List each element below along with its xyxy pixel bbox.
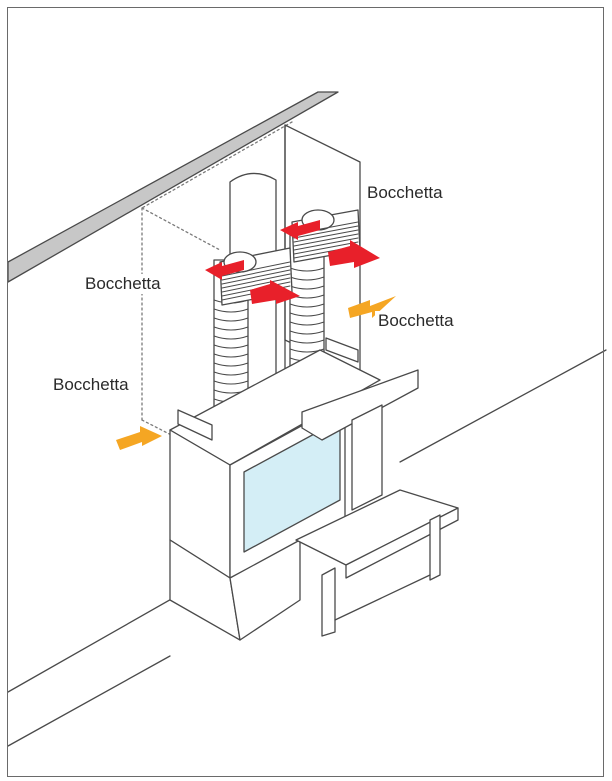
duct-rib [213, 326, 249, 331]
duct-rib [213, 371, 249, 376]
duct-rib [213, 380, 249, 385]
base-right [229, 539, 301, 641]
duct-rib [289, 276, 325, 281]
floor-line-front [7, 655, 171, 747]
exhaust-arrow-1 [205, 260, 244, 280]
label-vent-right: Bocchetta [375, 311, 457, 331]
duct-rib [289, 321, 325, 326]
duct-rib [289, 303, 325, 308]
duct-rib [213, 308, 249, 313]
duct-rib [213, 317, 249, 322]
duct-rib [289, 285, 325, 290]
grille-slat [293, 241, 359, 255]
exhaust-arrow-2 [250, 280, 300, 304]
duct-rib [289, 330, 325, 335]
duct-rib [213, 353, 249, 358]
duct-rib [289, 339, 325, 344]
wall-floor-line-right [399, 349, 607, 463]
fireplace-glass [243, 419, 341, 553]
intake-grille-left [177, 409, 213, 441]
exhaust-arrow-3 [280, 220, 320, 240]
grille-slat [221, 277, 291, 293]
duct-rib [289, 312, 325, 317]
grille-slat [293, 237, 359, 251]
ceiling-beam [7, 91, 339, 283]
intake-arrow-left [116, 426, 162, 450]
grille-slat [221, 265, 291, 281]
intake-grille-right [325, 337, 359, 363]
duct-rib [289, 267, 325, 272]
shelf-support [351, 404, 383, 511]
exhaust-arrow-4 [328, 240, 380, 268]
label-vent-bottom-left: Bocchetta [50, 375, 132, 395]
label-vent-top-right: Bocchetta [364, 183, 446, 203]
grille-slat [293, 233, 359, 247]
grille-slat [293, 225, 359, 239]
exhaust-arrows [205, 220, 380, 304]
bench-leg [321, 567, 336, 637]
duct-rib [213, 344, 249, 349]
bench-side [429, 514, 441, 581]
grille-slat [221, 261, 291, 277]
duct-rib [213, 335, 249, 340]
label-vent-left: Bocchetta [82, 274, 164, 294]
duct-rib [213, 362, 249, 367]
intake-arrows [116, 296, 396, 450]
grille-slat [221, 273, 291, 289]
grille-slat [221, 269, 291, 285]
intake-arrow-right [348, 296, 396, 318]
grille-slat [293, 229, 359, 243]
